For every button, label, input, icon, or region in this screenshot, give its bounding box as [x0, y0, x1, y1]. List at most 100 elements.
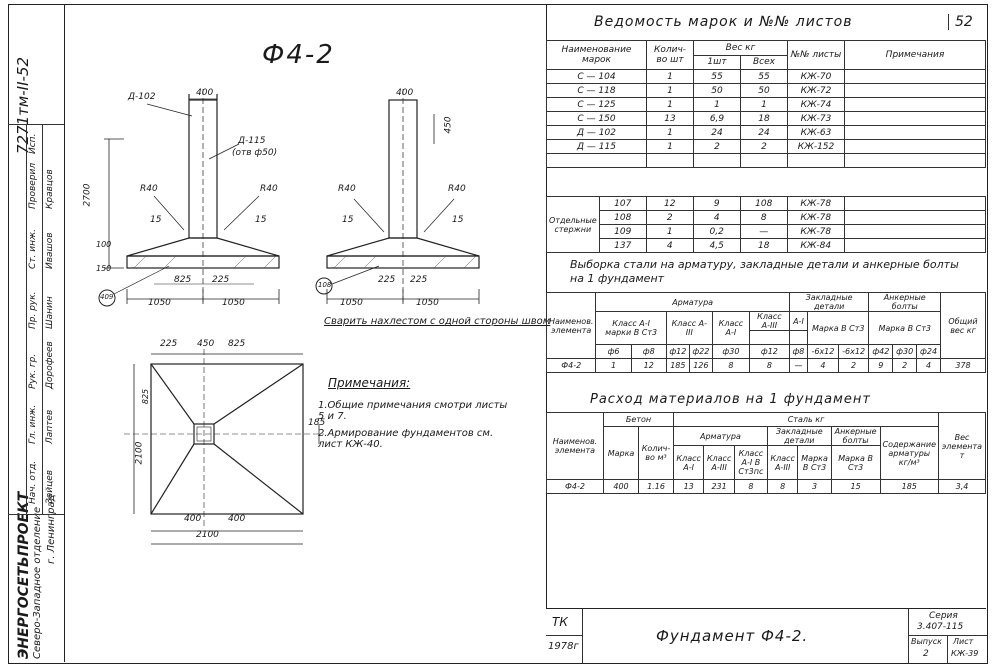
table-row: [546, 153, 986, 168]
cell: 109: [598, 224, 647, 239]
t1-head-all: Всех: [740, 54, 788, 70]
cell: 1: [646, 125, 694, 140]
strip-divider: [8, 514, 64, 515]
cell: 3: [797, 479, 832, 494]
sheet-number: 52: [948, 14, 973, 30]
cell: [844, 83, 986, 98]
cell: 24: [740, 125, 788, 140]
cell: [844, 153, 986, 168]
dim-label: 825: [174, 275, 192, 285]
t2-head-name: Наименов. элемента: [545, 292, 597, 359]
dim-label: R40: [260, 184, 278, 194]
cell: 2: [837, 358, 870, 373]
t3-head-name: Наименов. элемента: [546, 412, 604, 480]
cell: КЖ-84: [786, 238, 845, 253]
cell: КЖ-70: [787, 69, 845, 84]
dim-label: 225: [160, 339, 178, 349]
plan-view: [124, 349, 324, 545]
t3-head-anchor: Анкерные болты: [830, 426, 881, 446]
dim-label: 400: [196, 88, 214, 98]
t2-sub: Класс А-III: [748, 311, 790, 331]
cell: 24: [693, 125, 741, 140]
dim-label: Д-115: [238, 136, 266, 146]
cell: 4: [807, 358, 839, 373]
dim-label: R40: [448, 184, 466, 194]
cell: 50: [740, 83, 788, 98]
cell: 0,2: [692, 224, 741, 239]
t2-sub: Класс А-III: [665, 311, 713, 345]
role-label: Ст. инж.: [28, 229, 38, 269]
cell: [740, 153, 788, 168]
cell: С — 118: [546, 83, 647, 98]
series-value: 3.407-115: [917, 622, 964, 632]
strip-column: [26, 124, 27, 514]
cell: 4,5: [692, 238, 741, 253]
cell: [843, 224, 987, 239]
dim-label: (отв ф50): [232, 148, 278, 158]
t3-head-steel: Сталь кг: [673, 412, 939, 427]
role-label: Нач. отд.: [28, 460, 38, 504]
department-name: Северо-Западное отделение: [32, 506, 43, 659]
t2-sub: Класс А-I: [711, 311, 750, 345]
footer-block: ТК 1978г Фундамент Ф4-2. Серия 3.407-115…: [546, 608, 987, 663]
signer-name: Кравцов: [45, 169, 55, 209]
cell: КЖ-78: [786, 224, 845, 239]
part-bubble: 108: [318, 281, 332, 289]
role-label: Пр. рук.: [28, 291, 38, 329]
t1-head-name: Наименование марок: [546, 40, 647, 70]
cell: 1: [645, 224, 694, 239]
cell: [844, 125, 986, 140]
part-bubble: 409: [100, 293, 114, 301]
cell: 1: [646, 83, 694, 98]
cell: КЖ-63: [787, 125, 845, 140]
dim-label: 15: [255, 215, 267, 225]
cell: [788, 330, 809, 345]
cell: Д — 102: [546, 125, 647, 140]
cell: 4: [916, 358, 941, 373]
cell: 8: [733, 479, 768, 494]
cell: 378: [940, 358, 986, 373]
issue-label: Выпуск: [911, 637, 942, 646]
institute-name: ЭНЕРГОСЕТЬПРОЕКТ: [16, 491, 32, 659]
t2-head-total: Общий вес кг: [940, 292, 986, 359]
t2-head-anchor: Анкерные болты: [868, 292, 941, 312]
dim-label: 185: [308, 418, 326, 428]
cell: 50: [693, 83, 741, 98]
sheet-frame: [8, 4, 988, 664]
dim-label: R40: [338, 184, 356, 194]
cell: Класс А-III: [703, 445, 735, 480]
cell: 400: [603, 479, 639, 494]
cell: ф8: [788, 344, 809, 359]
dim-label: 450: [197, 339, 215, 349]
role-label: Гл. инж.: [28, 404, 38, 444]
cell: [546, 153, 647, 168]
cell: 13: [646, 111, 694, 126]
cell: 12: [630, 358, 667, 373]
cell: [646, 153, 694, 168]
cell: Ф4-2: [546, 479, 604, 494]
footer-org-cell: ТК 1978г: [546, 609, 583, 663]
sheet-value: КЖ-39: [951, 649, 979, 658]
dim-label: 225: [410, 275, 428, 285]
cell: [693, 153, 741, 168]
cell: КЖ-72: [787, 83, 845, 98]
t1-head-qty: Колич-во шт: [646, 40, 694, 70]
dim-label: 15: [342, 215, 354, 225]
cell: 4: [692, 210, 741, 225]
cell: 1: [693, 97, 741, 112]
dim-label: 15: [150, 215, 162, 225]
t2-sub: Марка В Ст3: [807, 311, 870, 345]
cell: 1: [740, 97, 788, 112]
cell: С — 125: [546, 97, 647, 112]
dim-label: 15: [452, 215, 464, 225]
cell: 8: [748, 358, 790, 373]
cell: [844, 111, 986, 126]
cell: Марка В Ст3: [797, 445, 832, 480]
cell: 185: [665, 358, 690, 373]
